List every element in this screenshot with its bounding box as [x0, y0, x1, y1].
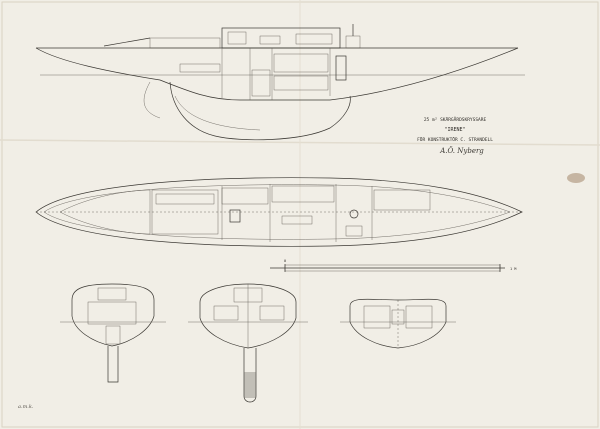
signature: A.Ö. Nyberg [439, 146, 484, 155]
corner-note: a.m.k. [18, 404, 34, 410]
title-line-1: 25 m² SKÄRGÅRDSKRYSSARE [424, 116, 487, 123]
paper-stain [567, 173, 585, 183]
scale-start-label: 0 [284, 259, 286, 263]
cross-section-aft [60, 283, 166, 383]
scale-end-label: 1 M [510, 267, 516, 271]
cross-section-mid [188, 283, 308, 403]
side-profile-view [35, 24, 525, 141]
cross-section-fwd [340, 298, 456, 349]
title-line-3: FÖR KONSTRUKTÖR C. STRANDELL [417, 136, 493, 143]
boat-name: "IRENE" [444, 127, 465, 133]
scale-bar: 0 1 M [270, 259, 516, 272]
deck-plan-view [35, 177, 523, 247]
title-block: 25 m² SKÄRGÅRDSKRYSSARE "IRENE" FÖR KONS… [417, 116, 493, 155]
